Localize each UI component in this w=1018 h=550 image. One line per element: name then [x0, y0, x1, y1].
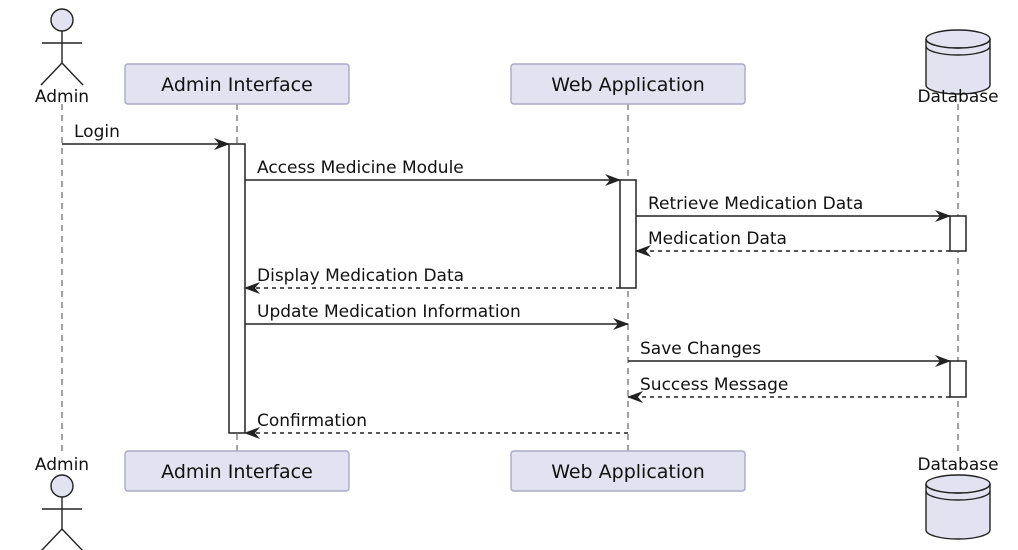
database-cylinder-icon: [925, 29, 991, 95]
activation-bar-database: [949, 360, 967, 398]
participant-database-top: Database: [917, 29, 999, 107]
message-1: Login: [62, 122, 230, 150]
participant-label: Database: [917, 87, 998, 107]
participant-database-bottom: Database: [917, 455, 999, 540]
message-7: Save Changes: [628, 339, 951, 367]
message-5: Display Medication Data: [244, 266, 620, 294]
participant-box: [510, 63, 746, 105]
participant-box: [510, 450, 746, 492]
message-label: Display Medication Data: [257, 266, 464, 286]
message-label: Success Message: [640, 375, 788, 395]
participant-box: [124, 450, 350, 492]
message-label: Medication Data: [648, 229, 787, 249]
participant-web-application-bottom: Web Application: [510, 450, 746, 492]
message-2: Access Medicine Module: [245, 158, 621, 186]
participant-label: Admin Interface: [161, 461, 313, 483]
message-6: Update Medication Information: [245, 302, 629, 330]
participant-admin-interface-top: Admin Interface: [124, 63, 350, 105]
participant-label: Admin: [35, 87, 89, 107]
activation-bar-admin-interface: [228, 143, 246, 434]
message-label: Update Medication Information: [257, 302, 521, 322]
actor-stick-figure-icon: [40, 8, 84, 86]
activation-bar-web-application: [619, 179, 637, 289]
actor-stick-figure-icon: [40, 474, 84, 550]
activation-bar-database: [949, 215, 967, 252]
participant-web-application-top: Web Application: [510, 63, 746, 105]
participant-box: [124, 63, 350, 105]
participant-label: Web Application: [551, 74, 705, 96]
message-3: Retrieve Medication Data: [636, 194, 951, 222]
message-label: Login: [74, 122, 120, 142]
message-label: Save Changes: [640, 339, 761, 359]
participant-admin-interface-bottom: Admin Interface: [124, 450, 350, 492]
participant-label: Web Application: [551, 461, 705, 483]
message-label: Access Medicine Module: [257, 158, 464, 178]
participant-label: Admin: [35, 455, 89, 475]
message-label: Retrieve Medication Data: [648, 194, 863, 214]
participant-label: Database: [917, 455, 998, 475]
message-label: Confirmation: [257, 411, 367, 431]
message-8: Success Message: [627, 375, 950, 403]
participant-label: Admin Interface: [161, 74, 313, 96]
message-9: Confirmation: [244, 411, 628, 439]
participant-admin-top: Admin: [35, 8, 89, 107]
database-cylinder-icon: [925, 474, 991, 540]
message-4: Medication Data: [635, 229, 950, 257]
participant-admin-bottom: Admin: [35, 455, 89, 550]
